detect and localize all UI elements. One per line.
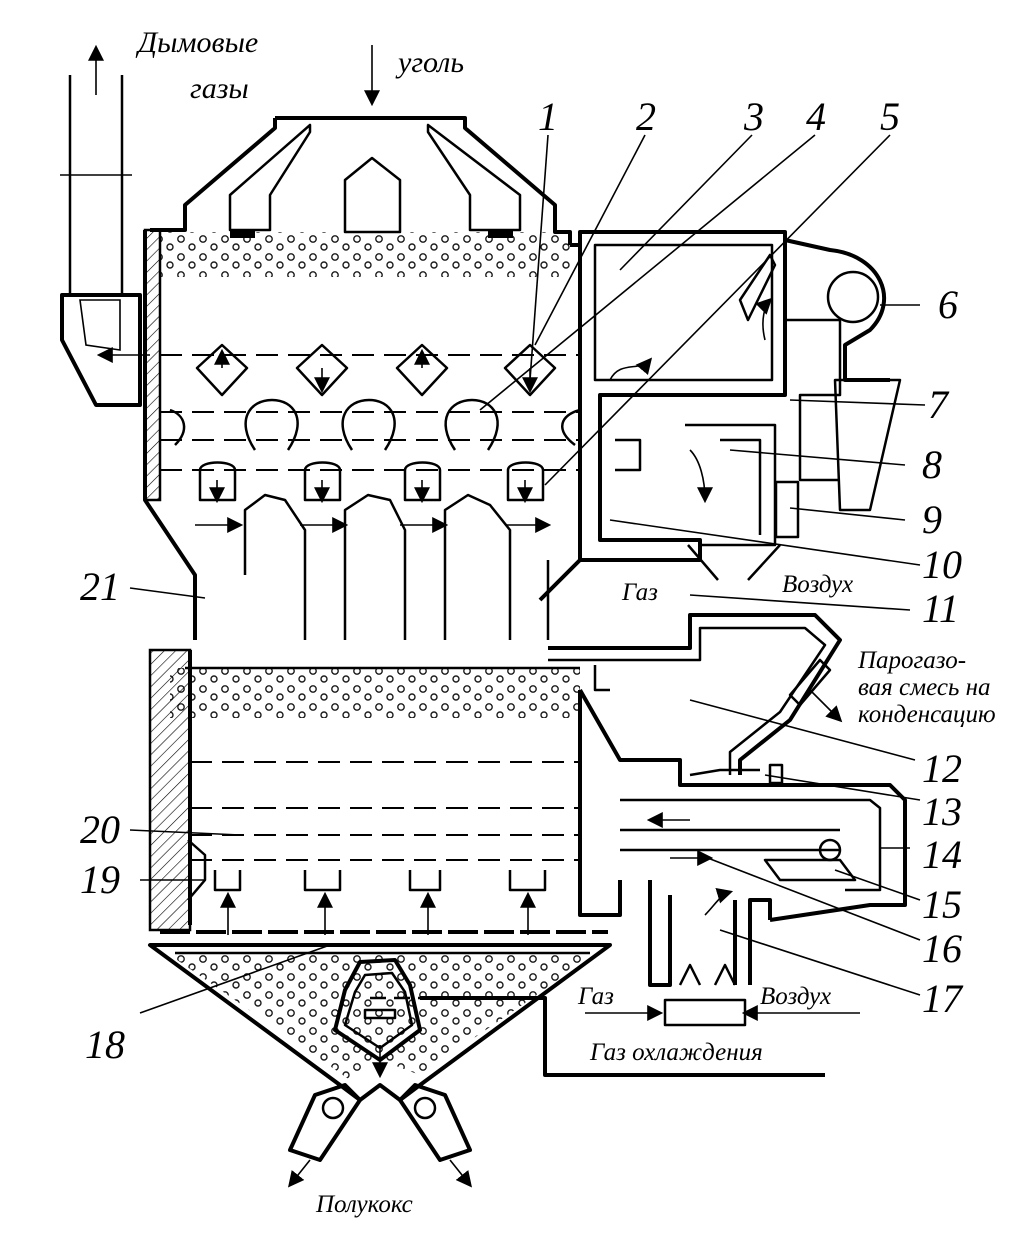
- callout-4: 4: [806, 94, 826, 139]
- lower-retort: [148, 648, 907, 1027]
- air-label-lower: Воздух: [760, 983, 831, 1010]
- heat-exchanger: [620, 763, 882, 892]
- callout-16: 16: [922, 926, 962, 971]
- callout-8: 8: [922, 442, 942, 487]
- discharge-valves: [288, 1045, 472, 1188]
- callout-20: 20: [80, 807, 120, 852]
- cooling-gas-chamber: [585, 880, 860, 1027]
- coal-hopper: [150, 45, 572, 277]
- gas-distributor-row: [195, 343, 557, 397]
- gas-label-lower: Газ: [577, 983, 614, 1010]
- semicoke-label: Полукокс: [315, 1191, 413, 1218]
- discharge-hopper: [148, 943, 825, 1188]
- callout-7: 7: [928, 382, 950, 427]
- callout-19: 19: [80, 857, 120, 902]
- air-label-upper: Воздух: [782, 571, 853, 598]
- callout-11: 11: [922, 586, 959, 631]
- callout-12: 12: [922, 746, 962, 791]
- retort-tubes: [193, 493, 552, 640]
- callout-15: 15: [922, 882, 962, 927]
- callout-13: 13: [922, 789, 962, 834]
- callout-18: 18: [85, 1022, 125, 1067]
- callout-3: 3: [743, 94, 764, 139]
- leader-lines: [129, 134, 926, 1014]
- cooling-ducts: [213, 870, 547, 935]
- callout-6: 6: [938, 282, 958, 327]
- callout-10: 10: [922, 542, 962, 587]
- callout-numbers: 1 2 3 4 5 6 7 8 9 10 11 12 13 14 15 16 1…: [80, 94, 964, 1067]
- gas-label-upper: Газ: [621, 579, 658, 606]
- cooling-gas-label: Газ охлаждения: [589, 1039, 763, 1066]
- vapor-gas-label-line1: Парогазо-: [857, 647, 966, 674]
- callout-21: 21: [80, 564, 120, 609]
- callout-14: 14: [922, 832, 962, 877]
- stream-labels: Дымовые газы уголь Газ Воздух Парогазо- …: [135, 26, 996, 1218]
- vapor-gas-pipe: [548, 613, 843, 775]
- callout-17: 17: [922, 976, 964, 1021]
- combustion-chamber: [578, 230, 902, 581]
- flue-gases-label-line2: газы: [190, 72, 249, 105]
- gas-caps: [198, 461, 545, 504]
- flue-channels: [169, 398, 581, 451]
- callout-9: 9: [922, 497, 942, 542]
- vapor-gas-label-line2: вая смесь на: [858, 674, 991, 701]
- callout-2: 2: [636, 94, 656, 139]
- callout-1: 1: [538, 94, 558, 139]
- upper-retort-shell: [143, 228, 582, 640]
- side-gas-inlet: [187, 839, 207, 901]
- flue-gas-stack: [60, 44, 150, 407]
- flue-gases-label-line1: Дымовые: [135, 26, 258, 59]
- vapor-gas-label-line3: конденсацию: [858, 701, 996, 728]
- callout-5: 5: [880, 94, 900, 139]
- coal-label: уголь: [395, 46, 464, 79]
